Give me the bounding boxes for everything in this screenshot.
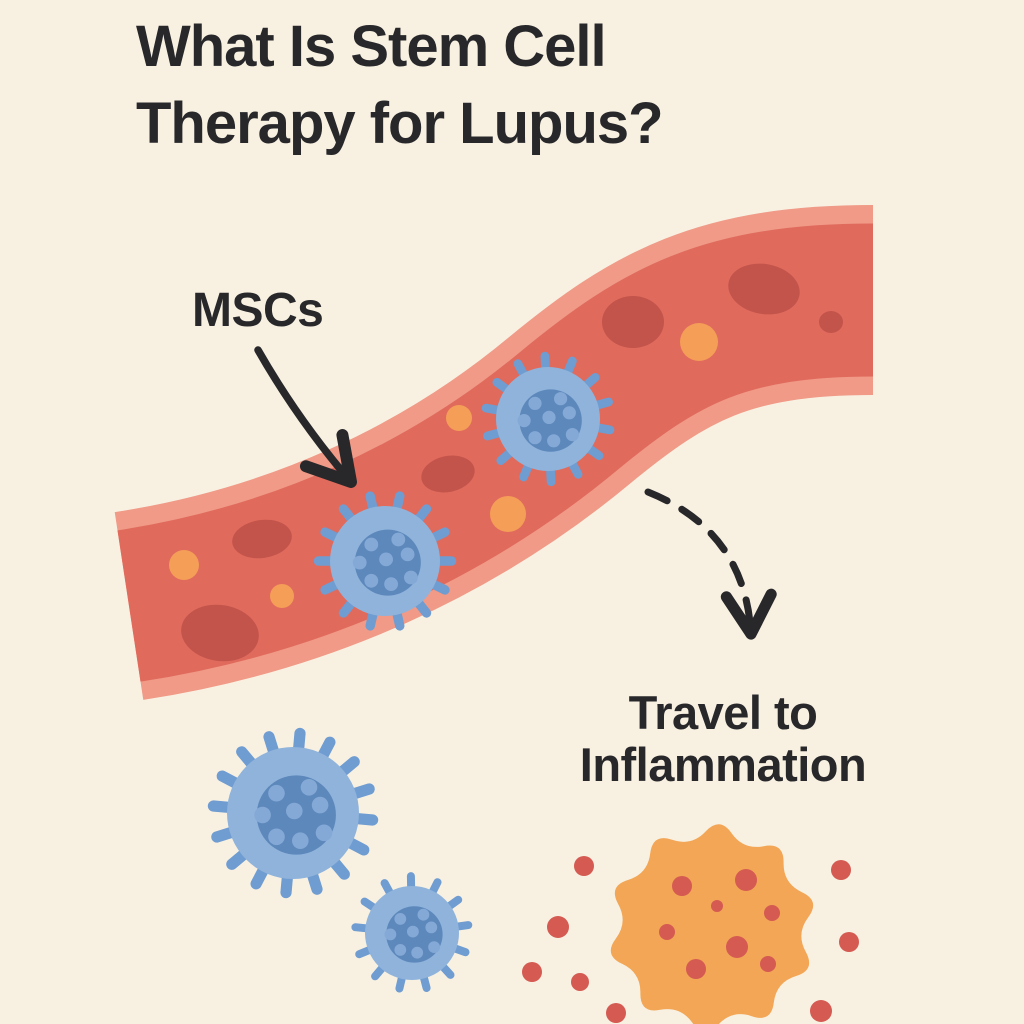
msc-cell <box>351 872 473 993</box>
inflammation-dot-outside <box>547 916 569 938</box>
msc-nucleus-dot <box>407 925 419 938</box>
msc-nucleus-dot <box>562 406 576 420</box>
msc-cell <box>481 351 615 487</box>
msc-nucleus-dot <box>315 824 333 842</box>
msc-nucleus-dot <box>528 431 542 445</box>
red-blood-cell <box>602 296 664 348</box>
msc-nucleus-dot <box>411 946 424 959</box>
red-blood-cell <box>232 519 292 559</box>
inflammation-blob <box>610 824 814 1024</box>
msc-nucleus-dot <box>286 802 303 820</box>
red-blood-cell <box>421 455 475 493</box>
msc-nucleus-dot <box>428 941 440 953</box>
msc-nucleus-dot <box>254 806 271 824</box>
msc-cell <box>207 727 379 899</box>
msc-nucleus-dot <box>528 396 542 410</box>
msc-nucleus-dot <box>300 779 318 796</box>
inflammation-dot-outside <box>810 1000 832 1022</box>
inflammation-dot-inside <box>726 936 748 958</box>
msc-nucleus-dot <box>384 577 398 591</box>
msc-nucleus-dot <box>352 555 367 570</box>
msc-nucleus-dot <box>404 570 418 585</box>
plasma-dot <box>169 550 199 580</box>
inflammation-dot-outside <box>574 856 594 876</box>
msc-nucleus-dot <box>364 573 379 588</box>
inflammation-dot-inside <box>764 905 780 921</box>
msc-nucleus-dot <box>292 832 309 849</box>
inflammation-dot-inside <box>686 959 706 979</box>
msc-nucleus-dot <box>400 547 415 562</box>
msc-nucleus-dot <box>517 414 531 428</box>
inflammation-dot-inside <box>760 956 776 972</box>
msc-nucleus-dot <box>394 913 407 925</box>
inflammation-dot-outside <box>606 1003 626 1023</box>
travel-label: Travel to Inflammation <box>579 686 867 791</box>
msc-pointer-arrow <box>254 346 357 488</box>
msc-nucleus-dot <box>425 921 438 934</box>
travel-arrow <box>644 488 777 640</box>
inflammation-dot-inside <box>659 924 675 940</box>
inflammation-dot-outside <box>831 860 851 880</box>
msc-nucleus-dot <box>547 434 561 448</box>
plasma-dot <box>270 584 294 608</box>
msc-nucleus-dot <box>391 532 406 547</box>
msc-cell <box>313 491 457 631</box>
msc-nucleus-dot <box>311 796 329 814</box>
red-blood-cell <box>181 604 259 662</box>
page-title: What Is Stem Cell Therapy for Lupus? <box>136 14 664 157</box>
blood-vessel <box>114 205 874 700</box>
msc-nucleus-dot <box>565 428 580 442</box>
red-blood-cell <box>819 311 843 333</box>
plasma-dots <box>169 323 718 608</box>
msc-nucleus-dot <box>554 392 568 406</box>
inflammation-dot-outside <box>839 932 859 952</box>
msc-label: MSCs <box>192 284 324 337</box>
msc-nucleus-dot <box>542 410 556 424</box>
red-blood-cells <box>181 263 843 662</box>
red-blood-cell <box>728 263 800 315</box>
inflammation-dot-inside <box>711 900 723 912</box>
inflammation-dot-inside <box>672 876 692 896</box>
inflammation-dot-inside <box>735 869 757 891</box>
msc-nucleus-dot <box>364 537 379 552</box>
inflammation-dot-outside <box>571 973 589 991</box>
msc-nucleus-dot <box>384 928 397 941</box>
plasma-dot <box>680 323 718 361</box>
msc-nucleus-dot <box>379 552 393 567</box>
plasma-dot <box>446 405 472 431</box>
msc-nucleus-dot <box>394 944 407 956</box>
plasma-dot <box>490 496 526 532</box>
inflammation-site <box>522 824 859 1024</box>
msc-nucleus-dot <box>268 828 285 846</box>
inflammation-dot-outside <box>522 962 542 982</box>
msc-nucleus-dot <box>417 908 430 921</box>
msc-nucleus-dot <box>268 784 285 802</box>
